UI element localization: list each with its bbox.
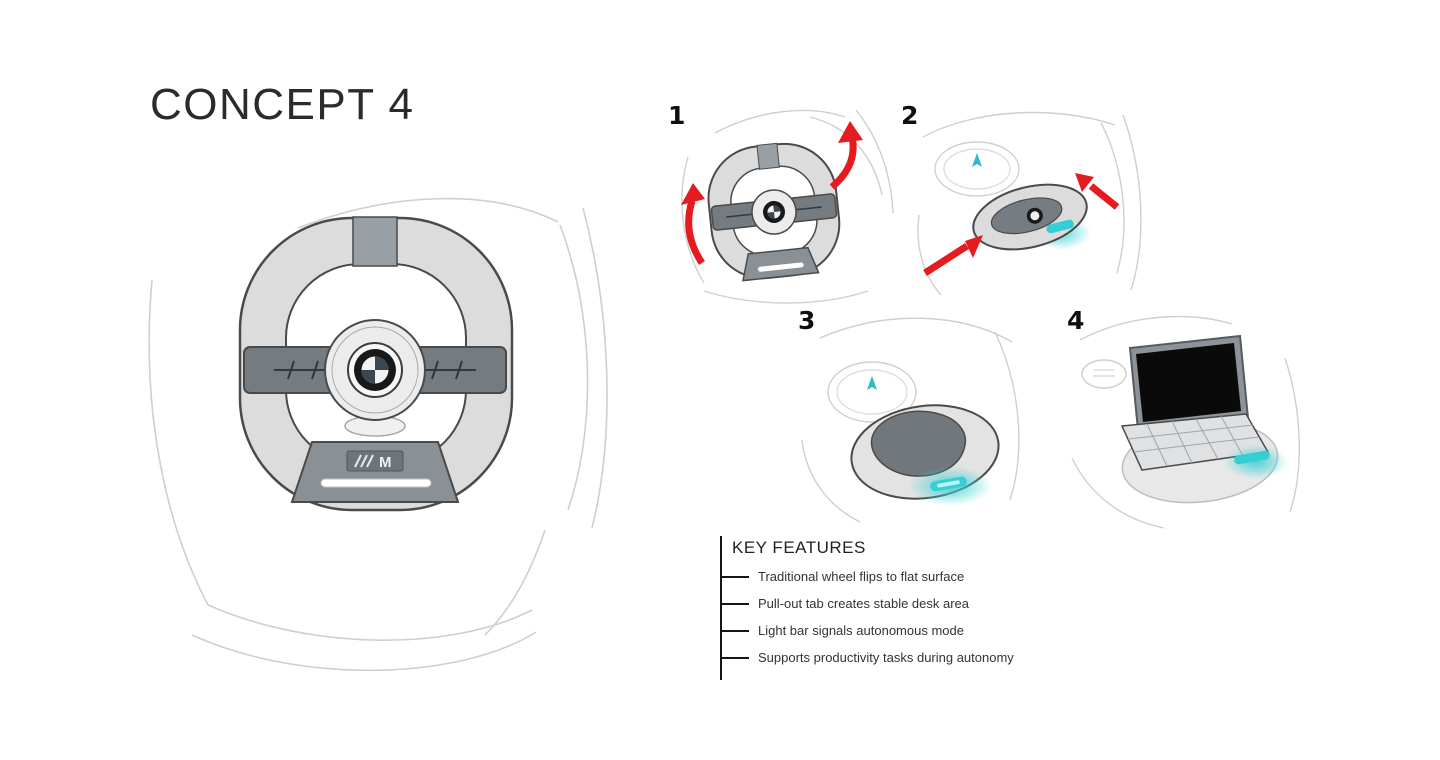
feature-tick-line (722, 629, 749, 632)
feature-item: Supports productivity tasks during auton… (722, 650, 1014, 665)
bottom-panel: M (290, 441, 460, 503)
step-3-number: 3 (798, 306, 816, 335)
flattened-wheel (972, 183, 1088, 251)
bmw-roundel-icon (354, 349, 396, 391)
light-bar (1234, 450, 1270, 465)
interior-sketch (917, 111, 1142, 296)
mini-wheel (707, 142, 841, 282)
folded-wheel-back (870, 410, 967, 477)
step-1-number: 1 (668, 101, 686, 130)
feature-tick-line (722, 575, 749, 578)
step-3-illustration (801, 317, 1020, 523)
interior-sketch (681, 109, 894, 304)
rotation-arrow-icons (681, 121, 863, 265)
feature-item: Light bar signals autonomous mode (722, 623, 1014, 638)
pull-out-tab (930, 476, 967, 492)
wheel-top-stripe (352, 216, 398, 267)
interior-sketch (148, 197, 608, 672)
key-features-section: KEY FEATURES Traditional wheel flips to … (720, 536, 1014, 680)
laptop-screen (1136, 343, 1241, 422)
bmw-roundel-icon (763, 201, 785, 223)
interior-sketch (801, 317, 1020, 523)
m-badge-icon: M (346, 450, 404, 472)
feature-text: Traditional wheel flips to flat surface (758, 569, 965, 584)
page-title: CONCEPT 4 (150, 80, 415, 129)
feature-item: Pull-out tab creates stable desk area (722, 596, 1014, 611)
teal-glow (1224, 445, 1288, 479)
laptop (1120, 334, 1270, 471)
feature-text: Light bar signals autonomous mode (758, 623, 964, 638)
nav-arrow-icon (972, 153, 982, 167)
fold-arrow-icons (923, 173, 1120, 276)
feature-text: Pull-out tab creates stable desk area (758, 596, 970, 611)
step-4-illustration (1071, 315, 1300, 529)
feature-tick-line (722, 656, 749, 659)
feature-item: Traditional wheel flips to flat surface (722, 569, 1014, 584)
key-features-heading: KEY FEATURES (732, 538, 866, 557)
light-bar (1046, 219, 1074, 234)
steering-wheel: M (238, 216, 514, 512)
step-2-illustration (917, 111, 1142, 296)
m-badge-label: M (379, 454, 392, 471)
feature-text: Supports productivity tasks during auton… (758, 650, 1014, 665)
step-2-number: 2 (901, 101, 919, 130)
light-bar-slot (320, 478, 432, 488)
main-wheel-illustration: M (148, 197, 608, 672)
nav-arrow-icon (867, 376, 877, 390)
feature-tick-line (722, 602, 749, 605)
interior-sketch (1071, 315, 1300, 529)
step-1-illustration (681, 109, 894, 304)
step-4-number: 4 (1067, 306, 1085, 335)
